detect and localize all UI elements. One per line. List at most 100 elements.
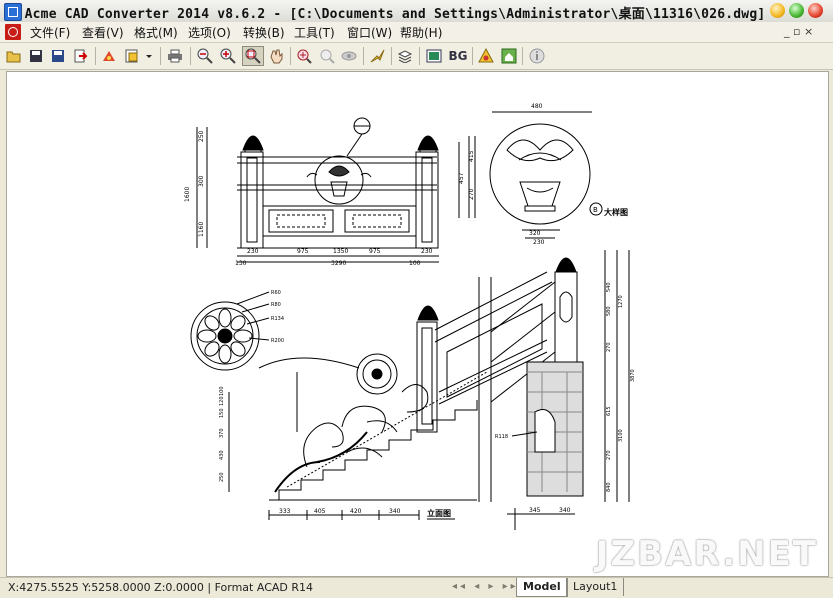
toolbar: BG <box>0 43 833 70</box>
left-height-dim-5: 100 <box>219 386 225 396</box>
right-dim-bottom-1: 340 <box>559 507 571 514</box>
batch-icon[interactable] <box>100 47 118 65</box>
home-icon[interactable] <box>500 47 518 65</box>
document-icon[interactable] <box>5 24 21 40</box>
menu-format[interactable]: 格式(M) <box>134 26 178 40</box>
zoom-extents-icon[interactable] <box>295 47 313 65</box>
mid-dim-2: 270 <box>468 188 475 200</box>
menu-convert[interactable]: 转换(B) <box>243 26 285 40</box>
zoom-window-icon[interactable] <box>242 46 264 66</box>
rosette-detail: R60 R80 R134 R200 <box>190 290 360 371</box>
document-window-controls[interactable]: _ ▫ × <box>784 25 814 38</box>
layer-icon[interactable] <box>396 47 414 65</box>
background-window-icon[interactable] <box>425 47 443 65</box>
right-total-dim-1: 3870 <box>630 369 636 382</box>
stair-section: 250 430 370 150 120 100 333 405 420 340 … <box>219 271 553 520</box>
elev-dim-top-0: 230 <box>247 248 259 255</box>
print-icon[interactable] <box>166 47 184 65</box>
menu-options[interactable]: 选项(O) <box>188 26 231 40</box>
save-as-icon[interactable] <box>49 47 67 65</box>
elev-dim-left-2: 300 <box>198 175 205 187</box>
radius-label-0: R60 <box>271 290 281 296</box>
export-dropdown-icon[interactable] <box>124 47 154 65</box>
maximize-button[interactable] <box>789 3 804 18</box>
status-bar: X:4275.5525 Y:5258.0000 Z:0.0000 | Forma… <box>0 577 833 598</box>
vase-detail: 480 320 230 B 大样图 <box>489 103 628 246</box>
right-vert-dim-2: 270 <box>606 342 612 352</box>
close-button[interactable] <box>808 3 823 18</box>
right-vert-dim-5: 840 <box>606 482 612 492</box>
left-height-dim-3: 150 <box>219 408 225 418</box>
cad-drawing: 230 975 1350 975 230 130 3290 100 1600 2… <box>184 103 636 530</box>
radius-label-1: R80 <box>271 302 281 308</box>
right-vert-dim-0: 540 <box>606 282 612 292</box>
elev-dim-top-1: 975 <box>297 248 309 255</box>
menu-bar: 文件(F) 查看(V) 格式(M) 选项(O) 转换(B) 工具(T) 窗口(W… <box>0 22 833 43</box>
zoom-realtime-icon[interactable] <box>318 47 336 65</box>
tab-layout1[interactable]: Layout1 <box>566 578 625 596</box>
menu-help[interactable]: 帮助(H) <box>400 26 443 40</box>
about-icon[interactable] <box>477 47 495 65</box>
convert-icon[interactable] <box>71 47 89 65</box>
bg-icon[interactable]: BG <box>448 49 468 63</box>
railing-elevation: 230 975 1350 975 230 130 3290 100 1600 2… <box>184 117 476 267</box>
zoom-out-icon[interactable] <box>196 47 214 65</box>
coordinates-readout: X:4275.5525 Y:5258.0000 Z:0.0000 | Forma… <box>8 581 314 594</box>
window-title: Acme CAD Converter 2014 v8.6.2 - [C:\Doc… <box>24 7 766 22</box>
right-vert-dim-4: 270 <box>606 450 612 460</box>
elev-dim-left-0: 1600 <box>184 187 191 202</box>
menu-file[interactable]: 文件(F) <box>30 26 71 40</box>
info-icon[interactable] <box>528 47 546 65</box>
right-total-dim-2: 3100 <box>618 429 624 442</box>
title-bar: Acme CAD Converter 2014 v8.6.2 - [C:\Doc… <box>0 0 833 23</box>
elev-dim-left-3: 1160 <box>198 222 205 237</box>
menu-view[interactable]: 查看(V) <box>82 26 124 40</box>
detail-label: 大样图 <box>604 207 628 217</box>
layout-nav-arrows[interactable]: ◂◂ ◂ ▸ ▸▸ <box>452 581 519 592</box>
app-icon[interactable] <box>4 3 22 21</box>
menu-window[interactable]: 窗口(W) <box>347 26 393 40</box>
elev-dim-bottom-1: 3290 <box>331 260 346 267</box>
radius-label-r118: R118 <box>495 434 508 440</box>
mid-dim-1: 415 <box>468 150 475 162</box>
right-total-dim-0: 1270 <box>618 295 624 308</box>
mid-dim-0: 457 <box>458 172 465 184</box>
section-dim-1: 405 <box>314 508 326 515</box>
tab-model[interactable]: Model <box>516 578 568 597</box>
left-height-dim-0: 250 <box>219 472 225 482</box>
zoom-in-icon[interactable] <box>219 47 237 65</box>
detail-top-dim: 480 <box>531 103 543 110</box>
open-icon[interactable] <box>5 47 23 65</box>
detail-bottom-dim-0: 320 <box>529 230 541 237</box>
section-dim-0: 333 <box>279 508 291 515</box>
elev-dim-top-3: 975 <box>369 248 381 255</box>
select-icon[interactable] <box>368 47 386 65</box>
elev-dim-bottom-2: 100 <box>409 260 421 267</box>
minimize-button[interactable] <box>770 3 785 18</box>
left-height-dim-1: 430 <box>219 450 225 460</box>
detail-marker: B <box>593 206 598 214</box>
radius-label-2: R134 <box>271 316 284 322</box>
menu-tools[interactable]: 工具(T) <box>294 26 335 40</box>
section-dim-3: 340 <box>389 508 401 515</box>
radius-label-3: R200 <box>271 338 284 344</box>
eye-icon[interactable] <box>340 47 358 65</box>
right-vert-dim-1: 580 <box>606 306 612 316</box>
side-section: R118 345 340 540 580 270 615 270 840 127… <box>478 250 636 530</box>
elev-dim-top-2: 1350 <box>333 248 348 255</box>
detail-bottom-dim-1: 230 <box>533 239 545 246</box>
drawing-canvas[interactable]: 230 975 1350 975 230 130 3290 100 1600 2… <box>6 71 829 577</box>
right-vert-dim-3: 615 <box>606 406 612 416</box>
watermark-text: JZBAR.NET <box>595 534 818 574</box>
right-dim-bottom-0: 345 <box>529 507 541 514</box>
pan-icon[interactable] <box>267 47 285 65</box>
left-height-dim-4: 120 <box>219 396 225 406</box>
elev-dim-bottom-0: 130 <box>235 260 247 267</box>
left-height-dim-2: 370 <box>219 428 225 438</box>
elev-dim-left-1: 250 <box>198 130 205 142</box>
elev-dim-top-4: 230 <box>421 248 433 255</box>
save-icon[interactable] <box>27 47 45 65</box>
section-dim-2: 420 <box>350 508 362 515</box>
section-label: 立面图 <box>427 508 451 518</box>
